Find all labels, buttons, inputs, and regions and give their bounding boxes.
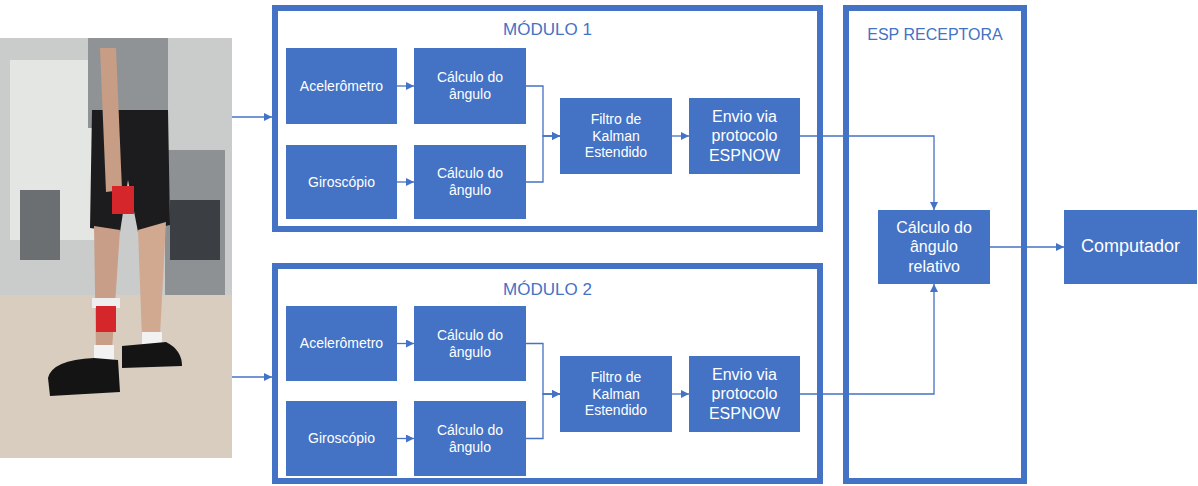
person-shoe	[48, 358, 120, 396]
person-front-leg	[138, 222, 166, 338]
process-box: Acelerômetro	[286, 306, 397, 381]
box-label: Cálculo do ângulo	[420, 327, 520, 361]
box-label: Envio via protocolo ESPNOW	[695, 107, 794, 165]
process-box: Cálculo do ângulo	[414, 145, 526, 219]
module-title: MÓDULO 2	[278, 280, 817, 300]
box-label: Filtro de Kalman Estendido	[566, 369, 666, 419]
flow-arrow	[397, 181, 414, 182]
process-box: Acelerômetro	[286, 48, 397, 124]
process-box: Cálculo do ângulo relativo	[878, 210, 990, 284]
flow-arrow	[990, 246, 1064, 247]
module-title: MÓDULO 1	[278, 20, 817, 40]
lab-chair	[170, 200, 220, 260]
flow-arrow	[397, 85, 414, 86]
flow-arrow	[526, 136, 560, 182]
box-label: Envio via protocolo ESPNOW	[695, 365, 794, 423]
person-shorts	[90, 110, 170, 232]
module-frame: MÓDULO 2AcelerômetroCálculo do ânguloGir…	[272, 263, 823, 484]
flow-arrow	[397, 438, 414, 439]
process-box: Cálculo do ângulo	[414, 401, 526, 476]
process-box: Cálculo do ângulo	[414, 48, 526, 124]
person-back-leg	[94, 226, 120, 352]
box-label: Cálculo do ângulo	[420, 69, 520, 103]
box-label: Acelerômetro	[300, 335, 383, 352]
box-label: Filtro de Kalman Estendido	[566, 111, 666, 161]
sensor-module-1	[112, 186, 134, 214]
box-label: Giroscópio	[308, 430, 375, 447]
flow-arrow	[397, 343, 414, 344]
lab-wall	[0, 38, 232, 458]
flow-arrow	[526, 394, 560, 439]
process-box: Computador	[1064, 210, 1197, 284]
process-box: Filtro de Kalman Estendido	[560, 356, 672, 432]
flow-arrow	[672, 135, 689, 136]
process-box: Envio via protocolo ESPNOW	[689, 356, 800, 432]
process-box: Filtro de Kalman Estendido	[560, 98, 672, 174]
photo-arrow	[232, 376, 272, 377]
sensor-module-2	[96, 306, 116, 332]
process-box: Cálculo do ângulo	[414, 306, 526, 381]
box-label: Acelerômetro	[300, 78, 383, 95]
person-arm	[100, 48, 122, 192]
process-box: Giroscópio	[286, 145, 397, 219]
lab-floor	[0, 295, 232, 458]
box-label: Cálculo do ângulo	[420, 165, 520, 199]
process-box: Giroscópio	[286, 401, 397, 476]
module-frame: ESP RECEPTORA Cálculo do ângulo relativo	[843, 5, 1027, 484]
box-label: Cálculo do ângulo	[420, 422, 520, 456]
person-shoe	[122, 342, 182, 368]
lab-monitor	[20, 190, 60, 260]
box-label: Giroscópio	[308, 174, 375, 191]
lab-cabinet	[165, 150, 225, 300]
process-box: Envio via protocolo ESPNOW	[689, 98, 800, 174]
box-label: Computador	[1081, 236, 1180, 258]
photo-arrow	[232, 116, 272, 117]
flow-arrow	[672, 393, 689, 394]
flow-arrow	[526, 86, 560, 136]
box-label: Cálculo do ângulo relativo	[884, 218, 984, 276]
module-title: ESP RECEPTORA	[849, 25, 1021, 44]
flow-arrow	[526, 344, 560, 395]
module-frame: MÓDULO 1AcelerômetroCálculo do ânguloGir…	[272, 5, 823, 232]
